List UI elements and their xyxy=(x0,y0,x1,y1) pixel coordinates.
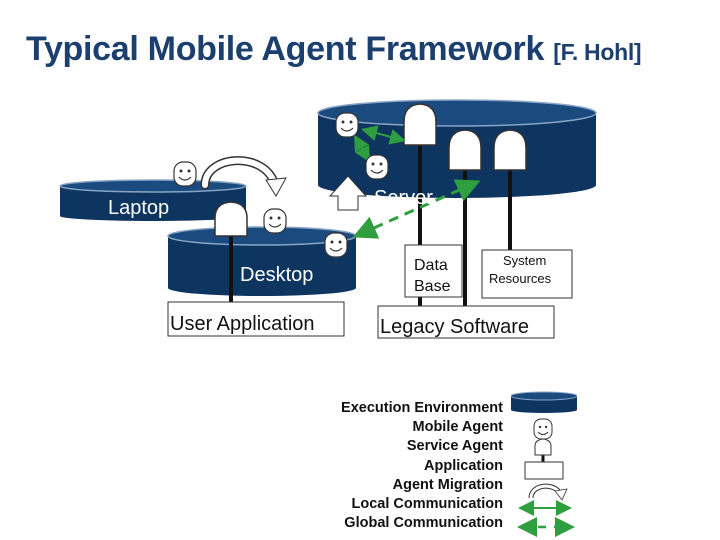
local-comm-arrow-1 xyxy=(361,125,406,145)
system-resources-label-1: System xyxy=(503,253,546,268)
global-comm-arrow xyxy=(352,179,481,239)
legend-service-agent-icon xyxy=(534,438,552,463)
slide-title: Typical Mobile Agent Framework [F. Hohl] xyxy=(26,30,642,69)
legend-item-application: Application xyxy=(424,457,503,474)
title-citation: [F. Hohl] xyxy=(553,39,642,65)
data-base-box xyxy=(404,244,463,298)
mobile-agent-server-mid xyxy=(365,154,389,180)
mobile-agent-desktop-2 xyxy=(324,232,348,258)
legend-execution-environment-icon xyxy=(510,391,578,413)
server-label: Server xyxy=(374,187,433,209)
title-main: Typical Mobile Agent Framework xyxy=(26,30,545,68)
legend-item-global-communication: Global Communication xyxy=(344,515,503,532)
legacy-software-label: Legacy Software xyxy=(380,316,529,338)
legend-item-service-agent: Service Agent xyxy=(406,438,503,455)
mobile-agent-desktop-1 xyxy=(263,208,287,234)
legend-item-agent-migration: Agent Migration xyxy=(392,476,503,493)
mobile-agent-server-top xyxy=(335,112,359,138)
data-base-label-1: Data xyxy=(414,257,448,274)
system-resources-label-2: Resources xyxy=(489,271,552,286)
legacy-software-box xyxy=(377,305,555,339)
service-agent-spade-3 xyxy=(493,129,527,255)
legend-item-execution-environment: Execution Environment xyxy=(341,400,503,416)
mobile-agent-laptop xyxy=(173,161,197,187)
system-resources-box xyxy=(481,249,573,299)
service-agent-spade-desktop xyxy=(214,201,248,302)
legend-agent-migration-icon xyxy=(528,483,568,501)
laptop-label: Laptop xyxy=(108,197,169,219)
legend-item-local-communication: Local Communication xyxy=(351,496,503,513)
user-application-box xyxy=(167,301,345,337)
legend-application-icon xyxy=(524,461,564,480)
legend-item-mobile-agent: Mobile Agent xyxy=(412,419,503,436)
legend-mobile-agent-icon xyxy=(533,418,553,440)
local-comm-arrow-2 xyxy=(354,134,370,163)
data-base-label-2: Base xyxy=(414,278,451,295)
desktop-label: Desktop xyxy=(240,264,313,286)
service-agent-spade-2 xyxy=(448,129,482,330)
user-application-label: User Application xyxy=(170,313,315,335)
laptop-platform xyxy=(59,179,247,221)
legend: Execution Environment Mobile Agent Servi… xyxy=(341,399,503,533)
